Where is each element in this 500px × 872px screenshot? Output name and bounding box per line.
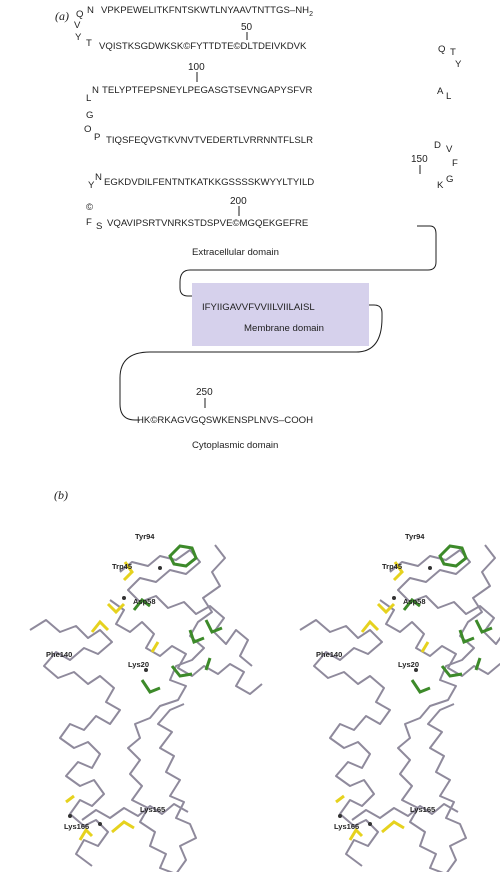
turn-letter: F [452,158,458,169]
turn-letter: Q [76,9,83,20]
residue-number-100: 100 [188,62,205,73]
residue-label-tyr94: Tyr94 [405,532,425,541]
turn-letter: V [74,20,81,31]
cytoplasmic-domain-label: Cytoplasmic domain [192,440,278,451]
residue-number-250: 250 [196,387,213,398]
sequence-line-3: TELYPTFEPSNEYLPEGASGTSEVNGAPYSFVR [102,85,312,96]
sequence-line-4: TIQSFEQVGTKVNVTVEDERTLVRRNNTFLSLR [106,135,313,146]
sequence-line-2: VQISTKSGDWKSK©FYTTDTE©DLTDEIVKDVK [99,41,307,52]
turn-letter: N [95,172,102,183]
turn-letter: G [446,174,453,185]
turn-letter: A [437,86,444,97]
residue-number-150: 150 [411,154,428,165]
turn-letter: Y [455,59,462,70]
turn-letter: G [86,110,93,121]
turn-letter: K [437,180,444,191]
residue-label-phe140: Phe140 [46,650,72,659]
turn-letter: Y [88,180,95,191]
turn-letter: N [87,5,94,16]
residue-number-50: 50 [241,22,253,33]
structure-left-view: Tyr94 Trp45 Asp58 Phe140 Lys20 Lys166 Ly… [30,532,262,872]
cytoplasmic-sequence: HK©RKAGVGQSWKENSPLNVS–COOH [137,415,313,426]
residue-number-200: 200 [230,196,247,207]
residue-label-lys166: Lys166 [334,822,359,831]
turn-letter: L [446,91,452,102]
turn-letter: P [94,132,100,143]
sequence-line-1: VPKPEWELITKFNTSKWTLNYAAVTNTTGS–NH2 [101,5,313,18]
residue-label-lys165: Lys165 [140,805,165,814]
turn-letter: D [434,140,441,151]
stereo-structure-panel: (b) [0,470,500,872]
membrane-sequence: IFYIIGAVVFVVIILVIILAISL [202,302,315,313]
structure-right-view: Tyr94 Trp45 Asp58 Phe140 Lys20 Lys166 Ly… [300,532,500,872]
turn-letter: F [86,217,92,228]
turn-letter: O [84,124,91,135]
turn-letter: © [86,202,93,213]
membrane-domain-box [192,283,369,346]
turn-letter: V [446,144,453,155]
turn-letter: T [450,47,456,58]
turn-letter: N [92,85,99,96]
panel-b-label: (b) [54,488,68,503]
residue-label-tyr94: Tyr94 [135,532,155,541]
panel-a-label: (a) [55,9,69,24]
residue-label-phe140: Phe140 [316,650,342,659]
sequence-line-5: EGKDVDILFENTNTKATKKGSSSSKWYYLTYILD [104,177,314,188]
turn-letter: Q [438,44,445,55]
membrane-domain-label: Membrane domain [244,323,324,334]
residue-label-asp58: Asp58 [133,597,156,606]
sequence-line-6: VQAVIPSRTVNRKSTDSPVE©MGQEKGEFRE [107,218,308,229]
stereo-view: Tyr94 Trp45 Asp58 Phe140 Lys20 Lys166 Ly… [0,470,500,872]
residue-label-lys165: Lys165 [410,805,435,814]
turn-letter: Y [75,32,82,43]
residue-label-trp45: Trp45 [382,562,402,571]
residue-label-lys20: Lys20 [128,660,149,669]
residue-label-asp58: Asp58 [403,597,426,606]
residue-label-lys166: Lys166 [64,822,89,831]
residue-label-trp45: Trp45 [112,562,132,571]
sequence-panel: (a) Q N VPKPEWELITKFNTSKWTLNYAAVTNTTGS–N… [0,0,500,470]
residue-label-lys20: Lys20 [398,660,419,669]
turn-letter: S [96,221,102,232]
extracellular-domain-label: Extracellular domain [192,247,279,258]
sequence-diagram: Q N VPKPEWELITKFNTSKWTLNYAAVTNTTGS–NH2 V… [0,0,500,470]
turn-letter: T [86,38,92,49]
